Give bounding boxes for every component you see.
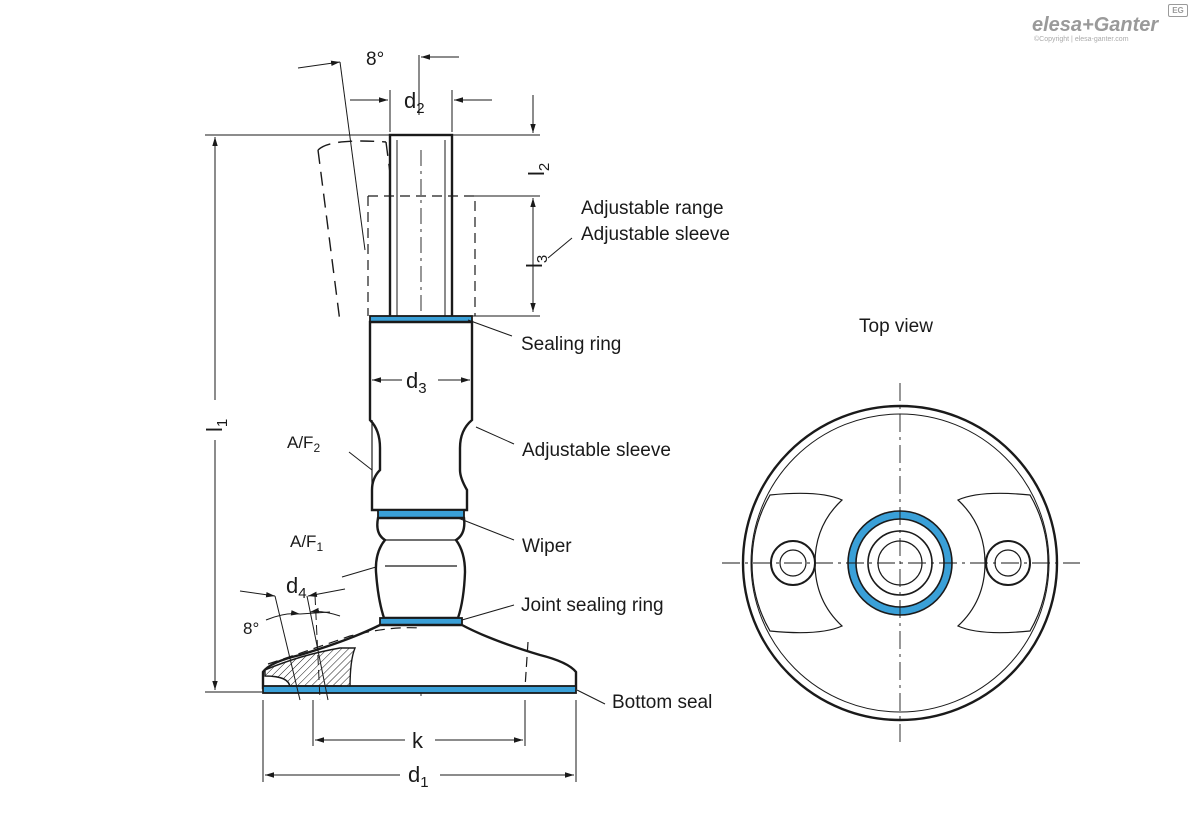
angle-bottom-arc — [265, 610, 301, 621]
dimension-lines — [205, 90, 577, 782]
side-view — [239, 54, 578, 701]
af1-label: A/F1 — [290, 532, 324, 554]
callout-adjustable-range: Adjustable range — [581, 198, 724, 219]
af2-label: A/F2 — [287, 433, 321, 455]
callout-bottom-seal: Bottom seal — [612, 692, 713, 713]
joint-body — [374, 516, 467, 620]
angle-bottom-label: 8° — [243, 619, 260, 638]
top-view-title: Top view — [859, 316, 933, 337]
l2-label: l2 — [524, 162, 553, 176]
l3-label: l3 — [522, 254, 551, 268]
callout-sealing-ring: Sealing ring — [521, 334, 622, 355]
d3-label: d3 — [406, 368, 427, 397]
brand-copyright: ©Copyright | elesa-ganter.com — [1034, 36, 1129, 43]
left-cutout — [751, 492, 844, 634]
adjustable-sleeve — [368, 320, 474, 512]
callout-wiper: Wiper — [522, 536, 572, 557]
leader-lines — [341, 237, 606, 705]
angle-top-label: 8° — [366, 49, 385, 70]
base-tilt-ghost — [267, 627, 421, 665]
brand-logo: elesa+Ganter — [1032, 14, 1159, 36]
brand-mark-icon: EG — [1168, 4, 1188, 17]
l1-label: l1 — [202, 418, 231, 432]
callout-joint-sealing-ring: Joint sealing ring — [521, 595, 664, 616]
angle-top-lines — [297, 54, 459, 251]
d4-label: d4 — [286, 573, 307, 602]
bottom-seal — [262, 685, 577, 694]
base-section-hatch — [264, 647, 357, 689]
d2-label: d2 — [404, 88, 425, 117]
top-view — [722, 383, 1080, 742]
callout-adjustable-sleeve-top: Adjustable sleeve — [581, 224, 730, 245]
adjustable-range-ghost — [367, 195, 476, 316]
callout-adjustable-sleeve: Adjustable sleeve — [522, 440, 671, 461]
k-label: k — [412, 728, 423, 753]
d1-label: d1 — [408, 762, 429, 791]
left-hole-inner — [779, 549, 807, 577]
